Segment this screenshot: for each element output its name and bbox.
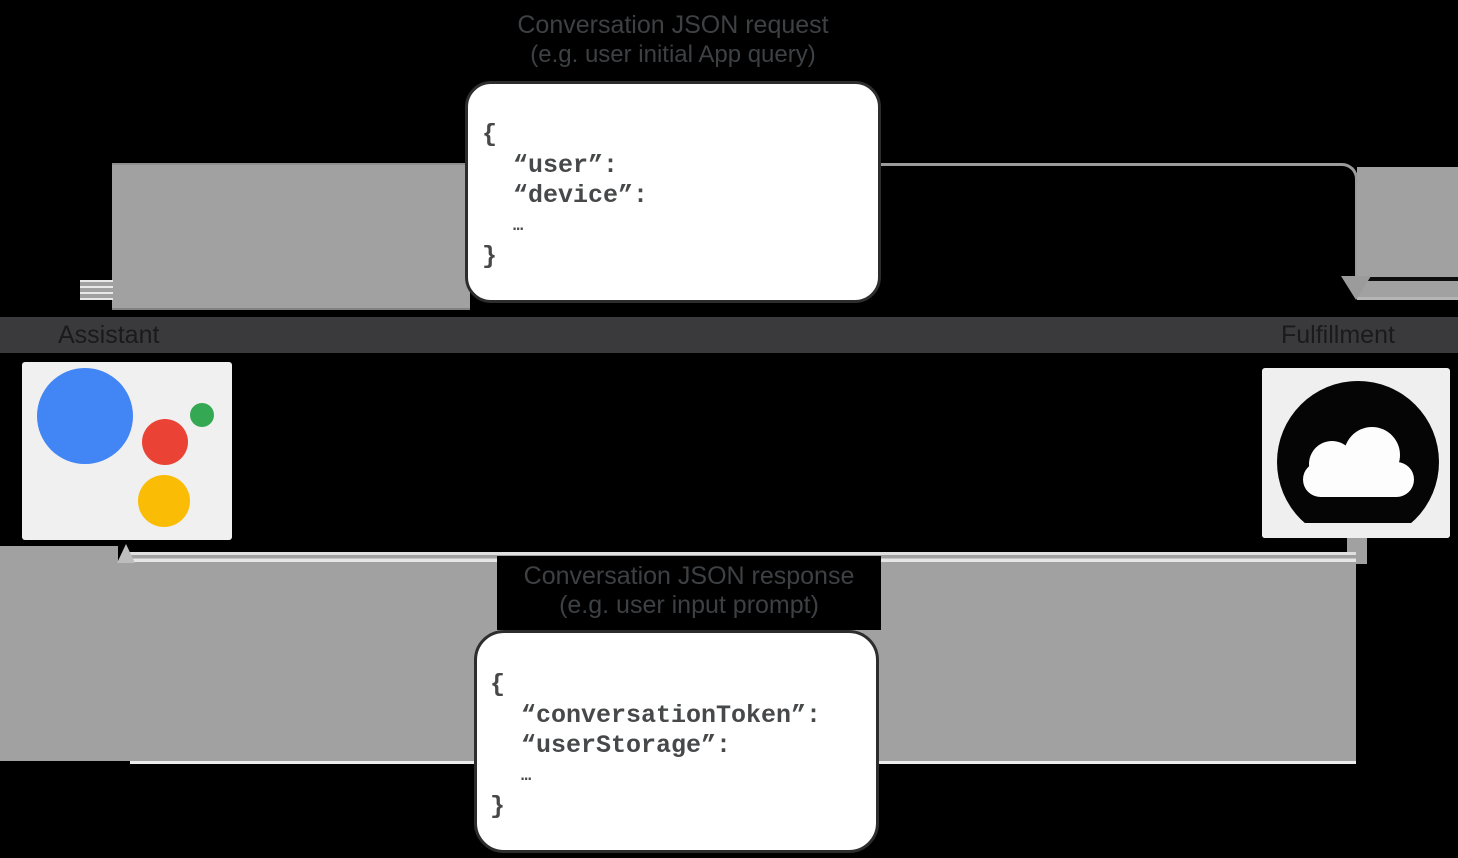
- json-line-open: {: [490, 670, 506, 699]
- response-label-subtitle: (e.g. user input prompt): [559, 591, 819, 619]
- request-arrow-outline: [881, 163, 1358, 280]
- request-arrow-right-segment: [1357, 167, 1458, 300]
- assistant-blue-dot: [37, 368, 133, 464]
- assistant-green-dot: [190, 403, 214, 427]
- json-line-device: “device”:: [513, 181, 649, 210]
- request-label: Conversation JSON request (e.g. user ini…: [400, 10, 946, 70]
- assistant-red-dot: [142, 419, 188, 465]
- cloud-base: [1303, 462, 1414, 497]
- json-line-user: “user”:: [513, 150, 619, 180]
- json-line-close: }: [490, 792, 506, 821]
- request-label-subtitle: (e.g. user initial App query): [530, 41, 816, 68]
- google-assistant-icon: [22, 362, 232, 540]
- request-arrow-bottom-edge: [1357, 297, 1458, 300]
- cloud-icon: [1262, 368, 1450, 538]
- request-arrowhead-icon: [1341, 276, 1371, 300]
- request-arrow-left-segment: [112, 163, 470, 310]
- actor-band: Assistant Fulfillment: [0, 317, 1458, 353]
- json-line-ellipsis: …: [513, 216, 524, 236]
- response-json-card: { “conversationToken”: “userStorage”: … …: [474, 630, 879, 853]
- response-arrow-left-raise: [0, 546, 118, 564]
- json-line-open: {: [482, 120, 498, 149]
- request-json-card: { “user”: “device”: … }: [465, 81, 881, 303]
- assistant-label: Assistant: [58, 321, 160, 349]
- response-arrowhead-icon: [117, 544, 135, 563]
- assistant-yellow-dot: [138, 475, 190, 527]
- request-arrow-tail-stripes: [80, 280, 113, 300]
- cloud-flatten-mask: [1262, 523, 1450, 538]
- request-arrow-inner-edge: [1365, 277, 1458, 281]
- response-label: Conversation JSON response (e.g. user in…: [497, 556, 881, 630]
- json-line-conversation-token: “conversationToken”:: [521, 700, 822, 730]
- json-line-ellipsis: …: [521, 766, 532, 786]
- response-label-title: Conversation JSON response: [523, 562, 855, 590]
- request-label-title: Conversation JSON request: [517, 11, 829, 39]
- json-line-user-storage: “userStorage”:: [521, 731, 732, 760]
- json-line-close: }: [482, 242, 498, 271]
- fulfillment-label: Fulfillment: [1281, 321, 1395, 349]
